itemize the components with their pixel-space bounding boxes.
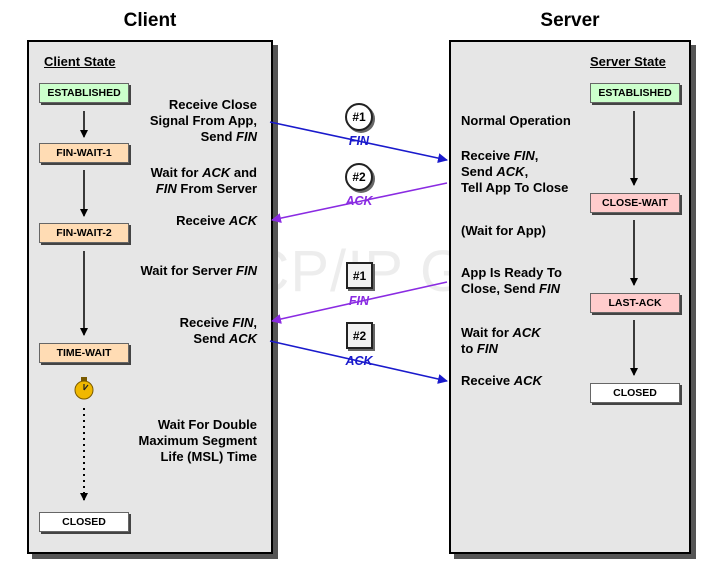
client-state-time-wait: TIME-WAIT <box>39 343 129 363</box>
client-state-title: Client State <box>44 54 116 69</box>
client-panel <box>27 40 273 554</box>
client-receive-ack-text: Receive ACK <box>176 213 257 228</box>
client-wait-server-fin-text: Wait for Server FIN <box>140 263 257 278</box>
server-wait-app-text: (Wait for App) <box>461 223 546 238</box>
client-receive-fin-send-ack-text: Receive FIN, Send ACK <box>179 315 257 346</box>
msg-2-badge: #2 <box>345 163 373 191</box>
client-wait-msl-text: Wait For Double Maximum Segment Life (MS… <box>138 417 257 464</box>
msg-4-badge: #2 <box>346 322 373 349</box>
timer-icon <box>74 377 94 400</box>
server-state-close-wait: CLOSE-WAIT <box>590 193 680 213</box>
server-state-last-ack: LAST-ACK <box>590 293 680 313</box>
server-receive-ack-text: Receive ACK <box>461 373 542 388</box>
server-normal-op-text: Normal Operation <box>461 113 571 128</box>
msg-arrow-2 <box>271 182 448 224</box>
client-state-established: ESTABLISHED <box>39 83 129 103</box>
server-state-established: ESTABLISHED <box>590 83 680 103</box>
server-heading: Server <box>540 10 600 31</box>
server-receive-fin-text: Receive FIN, Send ACK, Tell App To Close <box>461 148 569 195</box>
msg-arrow-1 <box>269 121 448 163</box>
client-heading: Client <box>123 10 177 31</box>
server-state-title: Server State <box>590 54 666 69</box>
msg-arrow-3 <box>271 281 448 324</box>
server-app-ready-text: App Is Ready To Close, Send FIN <box>461 265 562 296</box>
msg-arrow-4 <box>269 340 448 384</box>
msg-1-label: FIN <box>348 134 370 148</box>
msg-2-label: ACK <box>345 194 373 208</box>
msg-3-badge: #1 <box>346 262 373 289</box>
client-state-fin-wait-1: FIN-WAIT-1 <box>39 143 129 163</box>
client-wait-ack-fin-text: Wait for ACK and FIN From Server <box>150 165 257 196</box>
msg-4-label: ACK <box>345 354 373 368</box>
client-receive-close-text: Receive Close Signal From App, Send FIN <box>149 97 257 144</box>
msg-1-badge: #1 <box>345 103 373 131</box>
client-state-fin-wait-2: FIN-WAIT-2 <box>39 223 129 243</box>
server-state-closed: CLOSED <box>590 383 680 403</box>
msg-3-label: FIN <box>348 294 370 308</box>
server-wait-ack-text: Wait for ACK to FIN <box>461 325 541 356</box>
client-state-closed: CLOSED <box>39 512 129 532</box>
